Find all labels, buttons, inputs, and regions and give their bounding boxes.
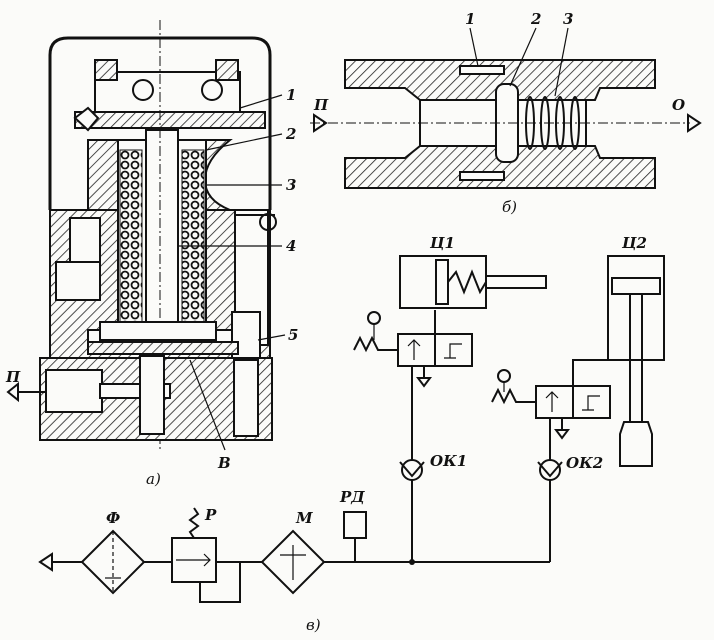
cylinder-2 xyxy=(607,255,665,361)
center-channel xyxy=(139,355,165,435)
label-b-inlet: П xyxy=(313,96,329,114)
label-a-2: 2 xyxy=(285,125,296,143)
label-regulator: Р xyxy=(204,506,217,524)
spring-coils-right xyxy=(181,149,205,326)
spring-coils-left xyxy=(119,149,143,326)
screw-left xyxy=(94,59,118,81)
view-c-pneumatic-schematic: Ф Р М РД ОК1 xyxy=(38,234,665,634)
label-a-inlet: П xyxy=(5,368,21,386)
leader-b-1 xyxy=(469,27,479,67)
bolt-shank xyxy=(233,359,259,437)
distributor-2-path xyxy=(545,391,559,412)
label-lubricator: М xyxy=(295,509,313,527)
membrane xyxy=(87,341,239,355)
leader-2 xyxy=(205,133,283,151)
label-filter: Ф xyxy=(106,509,120,527)
outlet-arrow-b xyxy=(687,113,702,133)
label-check-valve-1: ОК1 xyxy=(430,452,467,470)
caption-c: в) xyxy=(306,616,321,634)
check-valve-1-seat xyxy=(399,461,425,478)
pressure-relay-symbol xyxy=(343,511,367,539)
label-cylinder-1: Ц1 xyxy=(429,234,455,252)
distributor-1-path xyxy=(407,339,421,360)
label-b-2: 2 xyxy=(530,10,541,28)
line-to-c2 xyxy=(572,359,608,386)
label-a-1: 1 xyxy=(286,86,296,104)
label-a-4: 4 xyxy=(286,237,296,255)
label-check-valve-2: ОК2 xyxy=(566,454,603,472)
caption-b: б) xyxy=(502,198,517,216)
view-b-check-valve: 1 2 3 П О б) xyxy=(310,10,702,216)
label-b-1: 1 xyxy=(465,10,475,28)
label-b-3: 3 xyxy=(563,10,573,28)
distributor-1-spring xyxy=(353,335,398,353)
cylinder-2-tool xyxy=(619,421,653,467)
regulator-feedback xyxy=(199,561,262,603)
label-a-3: 3 xyxy=(286,176,296,194)
lever-plate xyxy=(74,111,266,129)
inlet-arrow xyxy=(6,381,46,403)
label-a-5: 5 xyxy=(288,326,298,344)
regulator-spring xyxy=(188,507,200,539)
leader-v xyxy=(189,359,226,451)
seat-ring-top xyxy=(459,65,505,75)
distributor-2-button xyxy=(497,369,511,383)
label-a-chamber: В xyxy=(217,454,231,472)
caption-a: а) xyxy=(146,470,161,488)
exhaust-1 xyxy=(416,366,432,388)
leader-b-3 xyxy=(554,27,569,97)
check-valve-2-seat xyxy=(537,461,563,478)
valve-body-bottom xyxy=(344,145,656,189)
cylinder-1-spring xyxy=(447,269,487,295)
distributor-2-block xyxy=(582,395,600,411)
cylinder-2-rod xyxy=(629,293,643,423)
inlet-fitting xyxy=(45,369,103,413)
leader-b-2 xyxy=(509,27,537,87)
distributor-1-block xyxy=(444,343,462,359)
left-port-plug xyxy=(55,261,101,301)
pivot-left xyxy=(132,79,154,101)
screw-right xyxy=(215,59,239,81)
lubricator-mark xyxy=(280,545,306,580)
membrane-seat xyxy=(99,321,217,341)
valve-body-top xyxy=(344,59,656,101)
pivot-right xyxy=(201,79,223,101)
exhaust-2 xyxy=(554,418,570,440)
label-pressure-relay: РД xyxy=(339,488,365,506)
cylinder-1-rod xyxy=(485,275,547,289)
distributor-1-button xyxy=(367,311,381,325)
distributor-2-spring xyxy=(491,387,536,405)
seat-ring-bottom xyxy=(459,171,505,181)
regulator-arrow xyxy=(176,553,211,567)
stem xyxy=(145,129,179,331)
cylinder-2-piston xyxy=(611,277,661,295)
inlet-arrow-b xyxy=(313,113,328,133)
cylinder-1-piston xyxy=(435,259,449,305)
left-port-top xyxy=(69,217,101,267)
leader-1 xyxy=(239,94,283,109)
view-a-pressure-relay: 1 2 3 4 5 П В а) xyxy=(5,20,298,488)
nut-left xyxy=(73,106,100,132)
label-cylinder-2: Ц2 xyxy=(621,234,647,252)
leader-5 xyxy=(257,334,286,341)
supply-source xyxy=(38,552,53,572)
label-b-outlet: О xyxy=(672,96,685,114)
